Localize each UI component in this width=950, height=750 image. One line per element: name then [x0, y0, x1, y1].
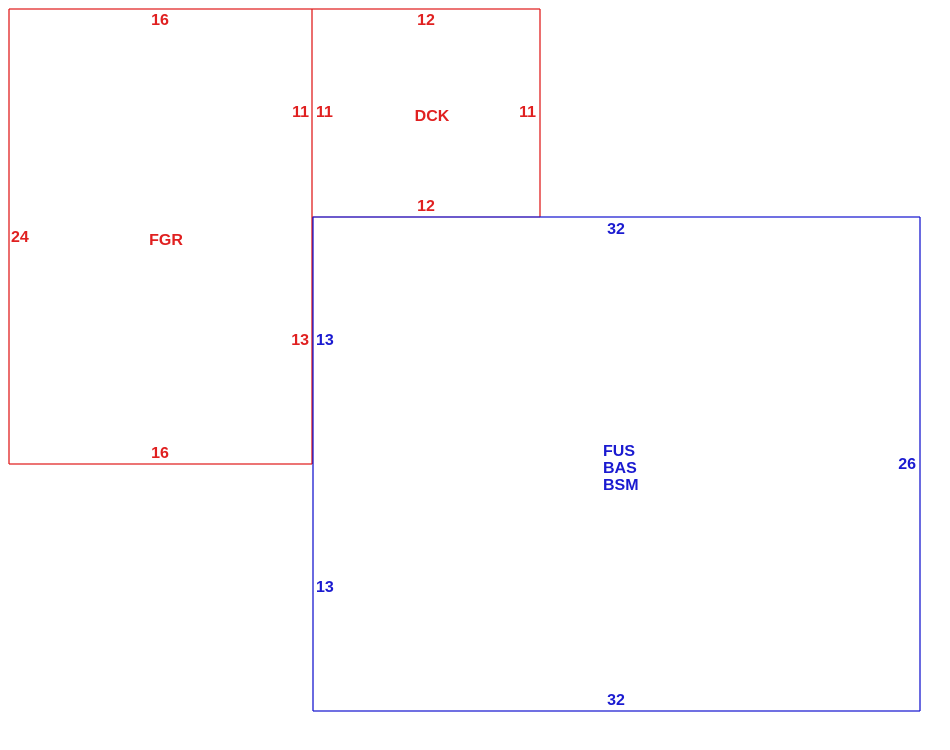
main-area — [312, 216, 921, 712]
main-area-code-3: BSM — [603, 477, 639, 494]
main-bottom-dimension: 32 — [607, 692, 625, 709]
main-area-code-2: BAS — [603, 460, 637, 477]
main-area-code-1: FUS — [603, 443, 635, 460]
fgr-bottom-dimension: 16 — [151, 445, 169, 462]
main-left-lower-dimension: 13 — [316, 579, 334, 596]
fgr-left-dimension: 24 — [11, 229, 29, 246]
fgr-right-upper-dimension: 11 — [292, 104, 309, 121]
main-right-dimension: 26 — [898, 456, 916, 473]
dck-left-dimension: 11 — [316, 104, 333, 121]
fgr-area-code: FGR — [149, 232, 183, 249]
dck-area-code: DCK — [415, 108, 450, 125]
dck-top-dimension: 12 — [417, 12, 435, 29]
main-top-dimension: 32 — [607, 221, 625, 238]
fgr-right-lower-dimension: 13 — [291, 332, 309, 349]
fgr-area — [8, 8, 313, 465]
dck-right-dimension: 11 — [519, 104, 536, 121]
dck-bottom-dimension: 12 — [417, 198, 435, 215]
main-left-upper-dimension: 13 — [316, 332, 334, 349]
fgr-top-dimension: 16 — [151, 12, 169, 29]
